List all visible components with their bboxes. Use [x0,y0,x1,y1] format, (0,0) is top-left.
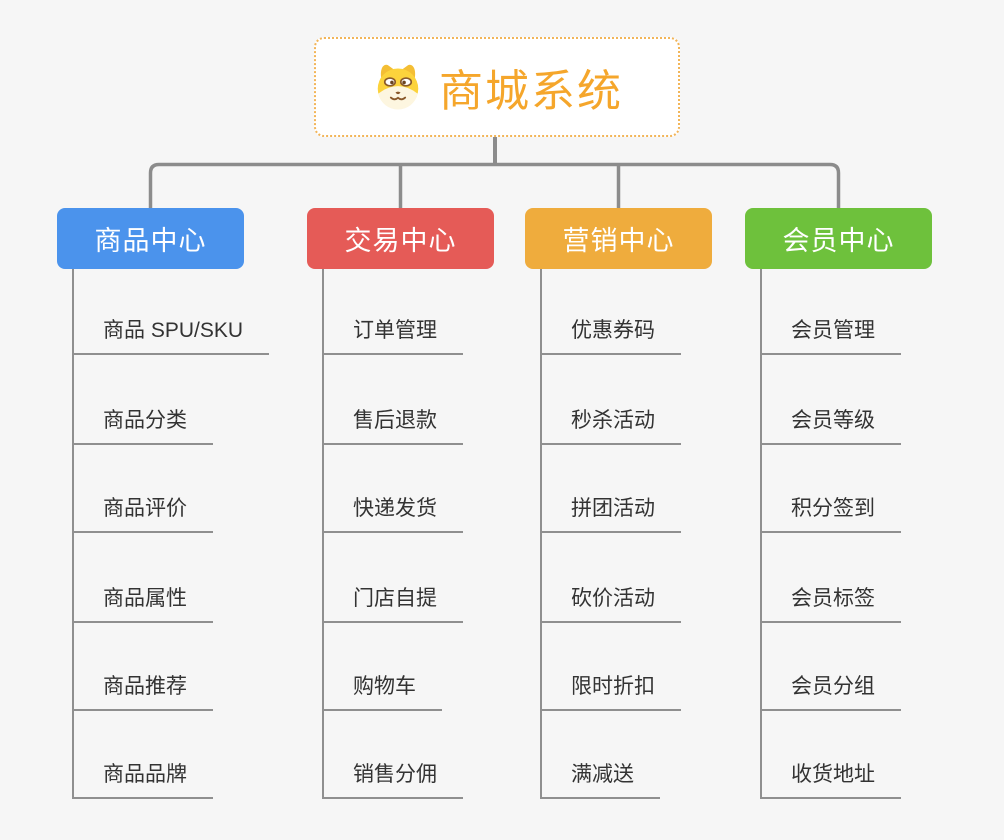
leaf-item[interactable]: 销售分佣 [323,762,463,799]
leaf-item[interactable]: 订单管理 [323,318,463,355]
branch-trade-center: 交易中心 订单管理 售后退款 快递发货 门店自提 购物车 销售分佣 [307,208,494,808]
branch-member-center: 会员中心 会员管理 会员等级 积分签到 会员标签 会员分组 收货地址 [745,208,932,808]
leaf-item[interactable]: 秒杀活动 [541,408,681,445]
root-node[interactable]: 商城系统 [314,37,680,137]
leaf-item[interactable]: 商品推荐 [73,674,213,711]
leaf-item[interactable]: 购物车 [323,674,442,711]
root-title: 商城系统 [439,67,623,116]
leaf-item[interactable]: 商品评价 [73,496,213,533]
leaf-item[interactable]: 拼团活动 [541,496,681,533]
leaf-item[interactable]: 商品属性 [73,586,213,623]
branch-header-member-center[interactable]: 会员中心 [745,208,932,269]
leaf-item[interactable]: 会员标签 [761,586,901,623]
leaf-item[interactable]: 收货地址 [761,762,901,799]
leaf-item[interactable]: 限时折扣 [541,674,681,711]
branch-header-marketing-center[interactable]: 营销中心 [525,208,712,269]
leaf-item[interactable]: 快递发货 [323,496,463,533]
leaf-item[interactable]: 会员分组 [761,674,901,711]
leaf-item[interactable]: 门店自提 [323,586,463,623]
leaf-item[interactable]: 积分签到 [761,496,901,533]
leaf-item[interactable]: 砍价活动 [541,586,681,623]
branch-product-center: 商品中心 商品 SPU/SKU 商品分类 商品评价 商品属性 商品推荐 商品品牌 [57,208,270,808]
branch-header-trade-center[interactable]: 交易中心 [307,208,494,269]
leaf-item[interactable]: 会员管理 [761,318,901,355]
branch-marketing-center: 营销中心 优惠券码 秒杀活动 拼团活动 砍价活动 限时折扣 满减送 [525,208,712,808]
branch-header-product-center[interactable]: 商品中心 [57,208,244,269]
leaf-item[interactable]: 售后退款 [323,408,463,445]
doge-face-icon [371,60,425,114]
leaf-item[interactable]: 满减送 [541,762,660,799]
leaf-item[interactable]: 商品 SPU/SKU [73,318,270,355]
leaf-item[interactable]: 商品品牌 [73,762,213,799]
leaf-item[interactable]: 会员等级 [761,408,901,445]
leaf-item[interactable]: 优惠券码 [541,318,681,355]
leaf-item[interactable]: 商品分类 [73,408,213,445]
